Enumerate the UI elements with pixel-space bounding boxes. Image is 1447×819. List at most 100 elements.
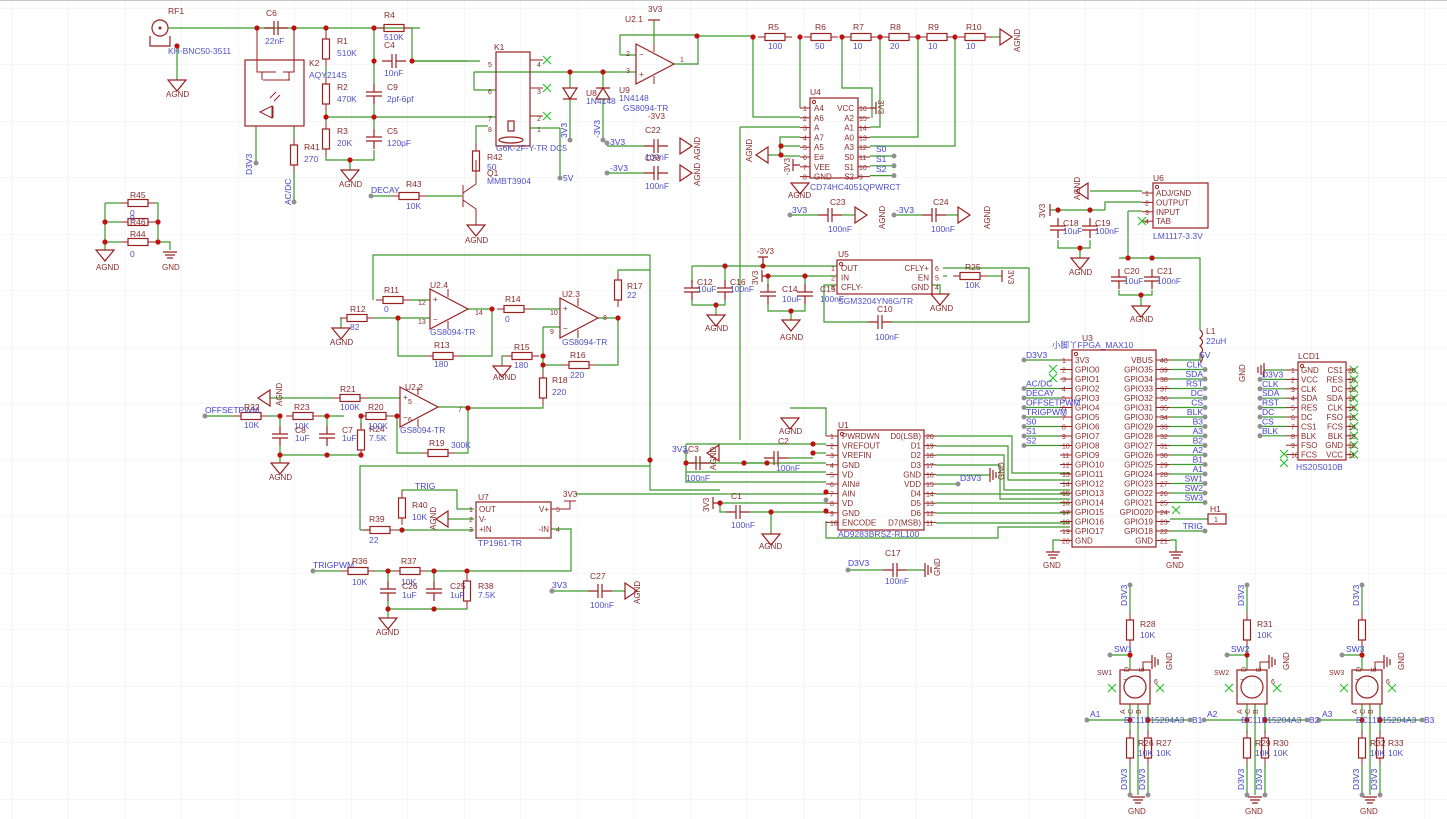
ic-LCD1[interactable]: [1297, 361, 1347, 461]
net-endpoint[interactable]: [1244, 792, 1250, 798]
wire[interactable]: [870, 37, 881, 128]
net-endpoint[interactable]: [549, 588, 555, 594]
wire[interactable]: [1057, 240, 1091, 249]
net-endpoint[interactable]: [1419, 717, 1425, 723]
wire[interactable]: [870, 37, 956, 147]
wire[interactable]: [1170, 539, 1177, 552]
wire[interactable]: [387, 601, 468, 610]
net-endpoint[interactable]: [1127, 792, 1133, 798]
wire[interactable]: [617, 269, 650, 273]
capacitor-C20[interactable]: [1111, 269, 1127, 289]
net-endpoint[interactable]: [1257, 423, 1263, 429]
wire[interactable]: [475, 125, 488, 144]
wire[interactable]: [790, 407, 827, 436]
capacitor-C14[interactable]: [760, 284, 776, 304]
capacitor-C17[interactable]: [883, 563, 907, 577]
net-endpoint[interactable]: [1202, 405, 1208, 410]
diode-U9-icon[interactable]: [594, 86, 612, 100]
net-endpoint[interactable]: [1339, 652, 1345, 658]
opamp-U2_1[interactable]: [635, 43, 676, 85]
wire[interactable]: [932, 284, 941, 294]
net-endpoint[interactable]: [1359, 582, 1365, 588]
net-endpoint[interactable]: [891, 153, 897, 159]
net-endpoint[interactable]: [1304, 717, 1310, 723]
net-endpoint[interactable]: [1257, 376, 1263, 382]
net-endpoint[interactable]: [1202, 367, 1208, 372]
net-endpoint[interactable]: [891, 173, 897, 179]
wire[interactable]: [691, 300, 726, 306]
net-endpoint[interactable]: [604, 170, 610, 176]
wire[interactable]: [841, 37, 873, 118]
capacitor-C2[interactable]: [764, 451, 788, 465]
wire[interactable]: [892, 267, 1030, 323]
capacitor-C3[interactable]: [686, 456, 710, 470]
net-endpoint[interactable]: [1021, 414, 1027, 420]
net-endpoint[interactable]: [1359, 792, 1365, 798]
net-endpoint[interactable]: [1257, 414, 1263, 420]
wire[interactable]: [649, 290, 720, 491]
net-endpoint[interactable]: [823, 497, 829, 503]
net-endpoint[interactable]: [1202, 490, 1208, 496]
wire[interactable]: [1119, 257, 1201, 330]
wire[interactable]: [936, 445, 1070, 481]
capacitor-C16[interactable]: [717, 280, 733, 300]
net-endpoint[interactable]: [1224, 652, 1230, 658]
wire[interactable]: [401, 489, 474, 510]
net-endpoint[interactable]: [1021, 424, 1027, 429]
net-endpoint[interactable]: [567, 137, 573, 143]
wire[interactable]: [596, 318, 619, 366]
encoder-SW1[interactable]: [1119, 669, 1151, 705]
capacitor-C15[interactable]: [797, 284, 813, 304]
net-endpoint[interactable]: [1202, 395, 1208, 401]
ic-U1[interactable]: [837, 429, 925, 531]
opamp-U2_2[interactable]: [399, 386, 440, 428]
capacitor-C18[interactable]: [1050, 218, 1066, 238]
net-endpoint[interactable]: [845, 567, 851, 573]
capacitor-C10[interactable]: [868, 315, 892, 329]
net-endpoint[interactable]: [202, 413, 208, 419]
capacitor-C6[interactable]: [264, 21, 288, 35]
opamp-U2_3[interactable]: [559, 297, 600, 339]
net-endpoint[interactable]: [1202, 376, 1208, 382]
net-endpoint[interactable]: [1021, 405, 1027, 410]
capacitor-C7[interactable]: [319, 426, 335, 446]
net-endpoint[interactable]: [955, 481, 961, 487]
net-endpoint[interactable]: [1244, 582, 1250, 588]
net-endpoint[interactable]: [1202, 443, 1208, 448]
net-endpoint[interactable]: [1021, 395, 1027, 401]
wire[interactable]: [870, 37, 919, 138]
capacitor-C9[interactable]: [366, 84, 382, 104]
net-endpoint[interactable]: [1257, 405, 1263, 411]
net-endpoint[interactable]: [1202, 433, 1208, 439]
net-endpoint[interactable]: [1316, 717, 1322, 723]
net-endpoint[interactable]: [1021, 443, 1027, 448]
net-endpoint[interactable]: [1257, 433, 1263, 439]
capacitor-C22[interactable]: [644, 139, 668, 153]
encoder-SW3[interactable]: [1351, 669, 1383, 705]
net-endpoint[interactable]: [1257, 386, 1263, 392]
wire[interactable]: [752, 37, 800, 118]
ic-U4[interactable]: [809, 97, 859, 179]
net-endpoint[interactable]: [1201, 717, 1207, 723]
net-endpoint[interactable]: [891, 163, 897, 169]
wire[interactable]: [936, 435, 1070, 474]
capacitor-C12[interactable]: [684, 280, 700, 300]
wire[interactable]: [468, 405, 544, 409]
wire[interactable]: [359, 465, 650, 530]
net-endpoint[interactable]: [253, 160, 259, 166]
net-endpoint[interactable]: [1202, 452, 1208, 458]
wire[interactable]: [501, 355, 505, 366]
wire[interactable]: [779, 136, 800, 157]
ic-U3[interactable]: [1071, 349, 1157, 548]
net-endpoint[interactable]: [1021, 386, 1027, 391]
capacitor-C23[interactable]: [818, 208, 842, 222]
relay-K2[interactable]: [244, 59, 305, 127]
diode-U8-icon[interactable]: [561, 87, 579, 101]
wire[interactable]: [936, 454, 1070, 491]
net-endpoint[interactable]: [310, 568, 316, 574]
net-endpoint[interactable]: [1202, 528, 1208, 534]
wire[interactable]: [155, 202, 159, 242]
wire[interactable]: [823, 284, 868, 323]
wire[interactable]: [396, 416, 421, 454]
net-endpoint[interactable]: [1021, 433, 1027, 439]
